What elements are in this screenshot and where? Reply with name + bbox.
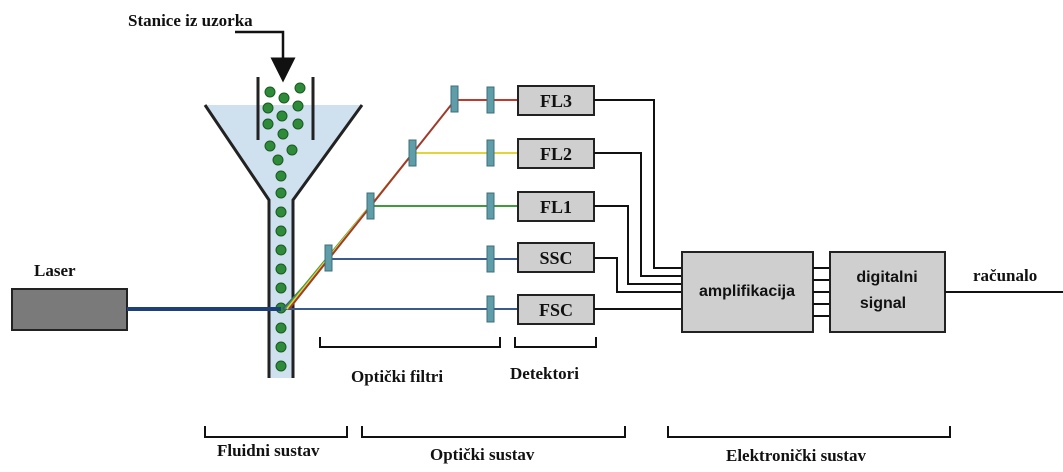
cell bbox=[275, 282, 287, 294]
cell bbox=[292, 118, 304, 130]
cell bbox=[262, 118, 274, 130]
detector-boxes: FL3 FL2 FL1 SSC FSC bbox=[517, 85, 595, 325]
cell bbox=[275, 360, 287, 372]
bandpass-filter bbox=[486, 245, 495, 273]
cell bbox=[275, 187, 287, 199]
funnel-left-wall bbox=[203, 104, 271, 378]
electronics-system-label: Elektronički sustav bbox=[726, 446, 866, 465]
dichroic-filters bbox=[324, 85, 459, 272]
cell bbox=[275, 244, 287, 256]
bandpass-filter bbox=[486, 86, 495, 114]
cell bbox=[275, 322, 287, 334]
dichroic-filter bbox=[450, 85, 459, 113]
digital-signal-label-line1: digitalni bbox=[856, 269, 917, 286]
detectors-bracket bbox=[514, 337, 597, 348]
fluidics-bracket bbox=[204, 426, 348, 438]
computer-label: računalo bbox=[973, 266, 1037, 285]
amplifier-box bbox=[681, 251, 814, 333]
optics-system-label: Optički sustav bbox=[430, 445, 535, 464]
digital-signal-label-line2: signal bbox=[860, 295, 906, 312]
detector-box-fl1 bbox=[517, 191, 595, 222]
detector-label-fsc: FSC bbox=[539, 300, 573, 320]
detector-wires bbox=[594, 99, 682, 310]
cell bbox=[275, 263, 287, 275]
cell bbox=[277, 128, 289, 140]
bandpass-filter bbox=[486, 192, 495, 220]
detector-box-fsc bbox=[517, 294, 595, 325]
detector-label-ssc: SSC bbox=[539, 248, 572, 268]
laser-label: Laser bbox=[34, 261, 76, 280]
cell bbox=[278, 92, 290, 104]
fluidics-system-label: Fluidni sustav bbox=[217, 441, 320, 460]
dichroic-filter bbox=[366, 192, 375, 220]
detector-label-fl3: FL3 bbox=[540, 91, 572, 111]
cell bbox=[275, 206, 287, 218]
dichroic-filter bbox=[324, 244, 333, 272]
cell bbox=[275, 170, 287, 182]
detector-label-fl1: FL1 bbox=[540, 197, 572, 217]
optical-filters-bracket bbox=[319, 337, 501, 348]
funnel-fill bbox=[205, 105, 362, 378]
cell bbox=[286, 144, 298, 156]
sample-input-arrow bbox=[235, 30, 296, 83]
optics-bracket bbox=[361, 426, 626, 438]
cell bbox=[294, 82, 306, 94]
amp-to-digital-wires bbox=[813, 267, 830, 317]
sample-input-label: Stanice iz uzorka bbox=[128, 11, 253, 30]
funnel-right-wall bbox=[291, 104, 364, 378]
detector-box-fl3 bbox=[517, 85, 595, 116]
cell bbox=[262, 102, 274, 114]
cell bbox=[275, 341, 287, 353]
bandpass-filter bbox=[486, 295, 495, 323]
detector-box-fl2 bbox=[517, 138, 595, 169]
amplifier-label: amplifikacija bbox=[699, 283, 795, 300]
dichroic-filter bbox=[408, 139, 417, 167]
laser-box bbox=[11, 288, 128, 331]
cell bbox=[276, 110, 288, 122]
wire-ssc bbox=[594, 257, 682, 293]
detectors-label: Detektori bbox=[510, 364, 579, 383]
electronics-bracket bbox=[667, 426, 951, 438]
wire-fl3 bbox=[594, 99, 682, 269]
cell bbox=[264, 140, 276, 152]
cells bbox=[262, 82, 306, 372]
digital-signal-box bbox=[829, 251, 946, 333]
detector-label-fl2: FL2 bbox=[540, 144, 572, 164]
wire-fl2 bbox=[594, 152, 682, 277]
cell bbox=[264, 86, 276, 98]
bandpass-filter bbox=[486, 139, 495, 167]
cell bbox=[292, 100, 304, 112]
bandpass-filters bbox=[486, 86, 495, 323]
cell bbox=[272, 154, 284, 166]
wire-fl1 bbox=[594, 205, 682, 285]
optical-filters-label: Optički filtri bbox=[351, 367, 443, 386]
cell bbox=[275, 225, 287, 237]
